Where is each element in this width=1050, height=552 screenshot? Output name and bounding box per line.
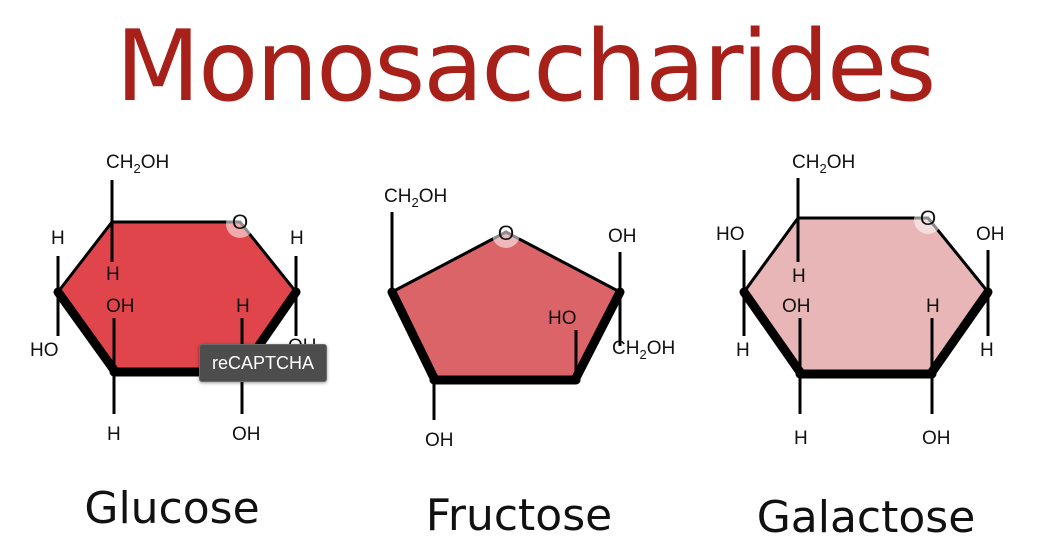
fructose-ring-oxygen: O — [498, 222, 514, 245]
galactose-h-inner-right: H — [926, 296, 940, 317]
galactose-oh-inner: OH — [782, 296, 811, 317]
glucose-h-inner-right: H — [236, 296, 250, 317]
glucose-h-top-left: H — [51, 228, 65, 249]
glucose-structure: O CH2OH H H H OH H OH HO H OH Glucose — [30, 152, 317, 534]
galactose-ch2oh-label: CH2OH — [792, 152, 855, 176]
galactose-h-inner: H — [792, 266, 806, 287]
glucose-h-bottom: H — [107, 424, 121, 445]
glucose-h-top-right: H — [290, 228, 304, 249]
glucose-ho-left: HO — [30, 340, 59, 361]
glucose-h-inner: H — [106, 264, 120, 285]
galactose-structure: O CH2OH HO OH H OH H H H H OH Galactose — [716, 152, 1005, 543]
galactose-name: Galactose — [757, 492, 976, 543]
page-title: Monosaccharides — [115, 10, 937, 124]
glucose-ring-oxygen: O — [232, 211, 248, 234]
glucose-oh-bottom: OH — [232, 424, 261, 445]
recaptcha-tooltip: reCAPTCHA — [199, 344, 328, 382]
fructose-oh-bottom: OH — [425, 430, 454, 451]
fructose-name: Fructose — [426, 490, 612, 541]
fructose-ch2oh-right: CH2OH — [612, 338, 675, 362]
galactose-ring-oxygen: O — [920, 207, 936, 230]
fructose-structure: O CH2OH OH HO CH2OH OH Fructose — [384, 186, 675, 541]
galactose-oh-top-right: OH — [976, 224, 1005, 245]
galactose-h-right: H — [980, 340, 994, 361]
galactose-h-bottom: H — [794, 428, 808, 449]
galactose-ho-top-left: HO — [716, 224, 745, 245]
glucose-ch2oh-label: CH2OH — [106, 152, 169, 176]
fructose-oh-right: OH — [608, 226, 637, 247]
fructose-ho-inner: HO — [548, 308, 577, 329]
glucose-oh-inner: OH — [106, 296, 135, 317]
fructose-ch2oh-left: CH2OH — [384, 186, 447, 210]
glucose-name: Glucose — [84, 483, 259, 534]
galactose-oh-bottom: OH — [922, 428, 951, 449]
galactose-h-left: H — [736, 340, 750, 361]
